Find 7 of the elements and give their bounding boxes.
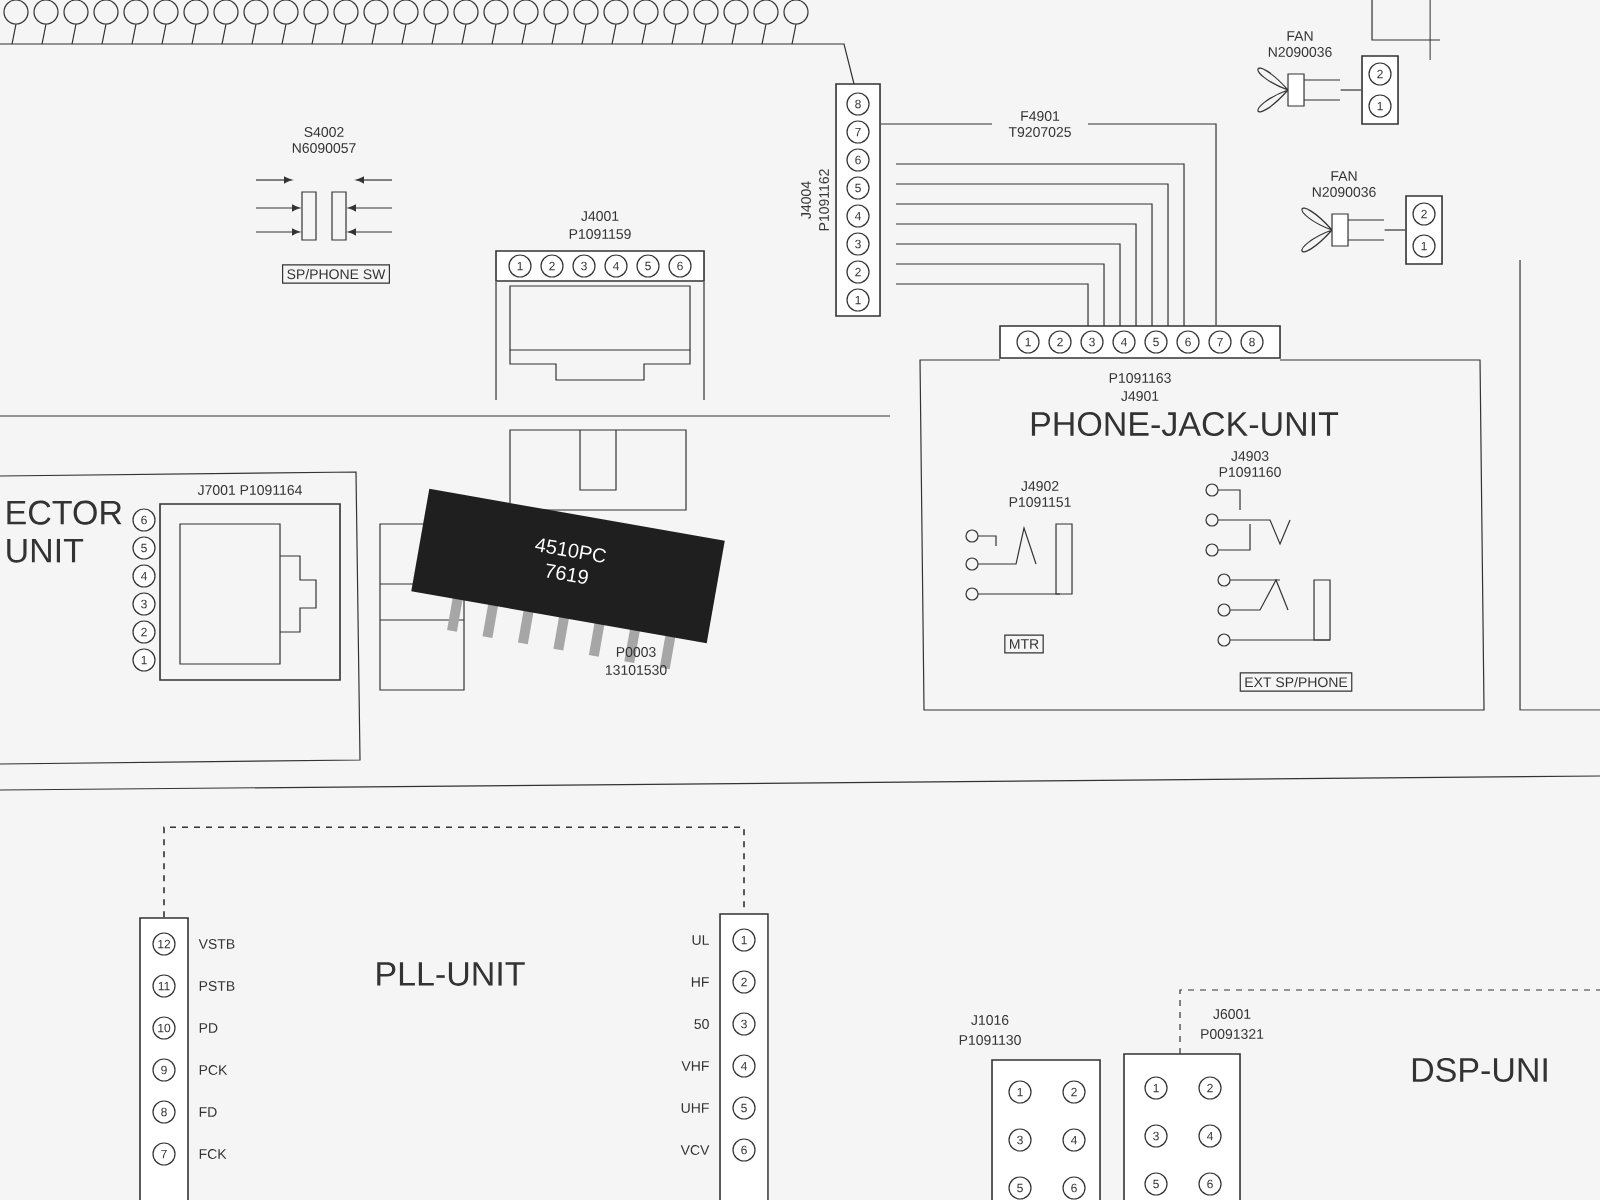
unit-title: PLL-UNIT <box>377 962 525 986</box>
fan-drawing <box>1301 207 1385 253</box>
connection-line <box>1340 89 1362 91</box>
unit-title: DSP-UNI <box>1412 1057 1547 1083</box>
fan-drawing <box>1257 67 1341 113</box>
connection-line <box>1384 229 1406 231</box>
connection-line <box>163 826 745 918</box>
